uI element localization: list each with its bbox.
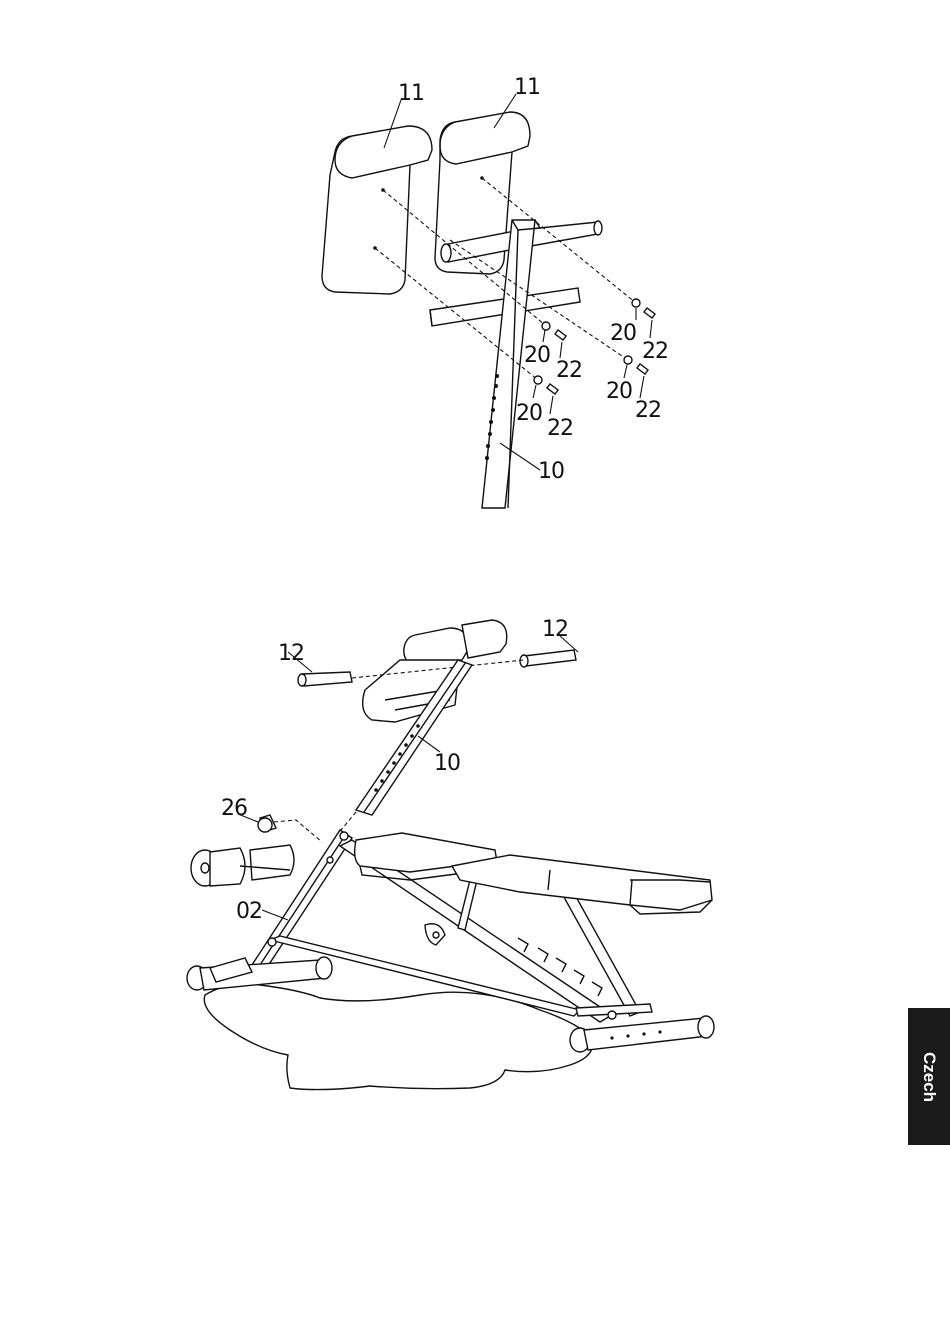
- label-washer-low: 20: [516, 401, 542, 426]
- label-pin-left: 12: [278, 641, 304, 666]
- label-bolt-mid: 22: [556, 358, 582, 383]
- label-pin-right: 12: [542, 617, 568, 642]
- bench-frame: [187, 830, 714, 1052]
- knob: [258, 815, 322, 842]
- label-seat-pad-left: 11: [398, 81, 424, 106]
- fastener-set-low: [534, 376, 558, 394]
- label-washer-right: 20: [606, 379, 632, 404]
- label-washer-mid: 20: [524, 343, 550, 368]
- top-assembly: 11 11 20 22 20 22 20 22 20 22 10: [322, 75, 668, 508]
- label-post-top: 10: [538, 459, 564, 484]
- label-post-bottom: 10: [434, 751, 460, 776]
- pin-right: [520, 650, 576, 667]
- bottom-assembly: 12 12 10 26 02: [187, 617, 714, 1090]
- label-bolt-top: 22: [642, 339, 668, 364]
- pin-left: [298, 672, 352, 686]
- label-knob: 26: [221, 796, 247, 821]
- fastener-set-mid: [542, 322, 566, 340]
- leg-pad-left: [322, 126, 432, 294]
- label-bolt-right: 22: [635, 398, 661, 423]
- label-bolt-low: 22: [547, 416, 573, 441]
- language-side-tab: Czech: [908, 1008, 950, 1145]
- label-washer-top: 20: [610, 321, 636, 346]
- label-seat-pad-right: 11: [514, 75, 540, 100]
- label-frame: 02: [236, 899, 262, 924]
- language-tab-label: Czech: [919, 1051, 939, 1101]
